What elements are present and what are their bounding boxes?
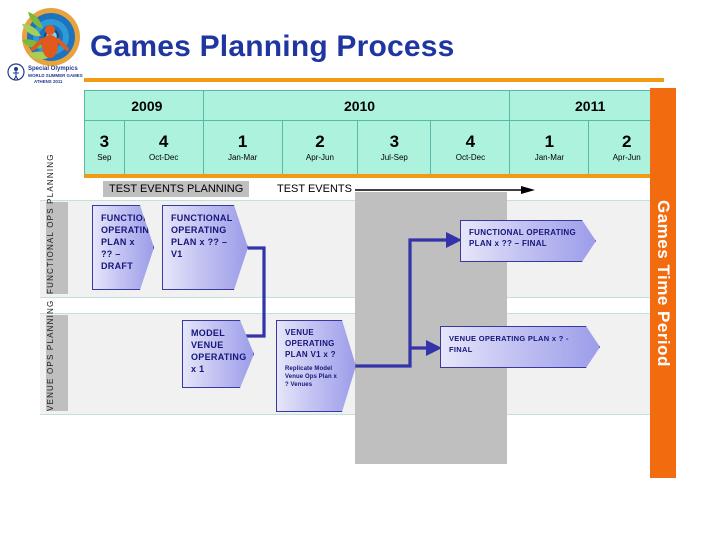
- quarter-number: 4: [465, 131, 476, 151]
- quarter-number: 3: [99, 131, 110, 151]
- timeline-underline-rule: [84, 174, 664, 178]
- process-diagram: TEST EVENTS PLANNING TEST EVENTS FUNCTIO…: [0, 153, 720, 478]
- timeline-table: 2009 2010 2011 3 Sep 4 Oct-Dec 1 Jan-Mar: [84, 90, 665, 175]
- timeline-quarter-cell: 1 Jan-Mar: [509, 120, 590, 175]
- box-functional-operating-plan-v1[interactable]: FUNCTIONAL OPERATING PLAN x ?? – V1: [162, 205, 248, 290]
- box-label: VENUE OPERATING PLAN V1 x ?: [285, 328, 336, 359]
- quarter-months: Jul-Sep: [380, 152, 408, 162]
- timeline-quarter-cell: 4 Oct-Dec: [123, 120, 204, 175]
- timeline-quarter-cell: 4 Oct-Dec: [430, 120, 511, 175]
- quarter-number: 2: [621, 131, 632, 151]
- quarter-number: 1: [544, 131, 555, 151]
- lane-label-venue-ops-planning: VENUE OPS PLANNING: [46, 299, 68, 411]
- quarter-number: 2: [315, 131, 325, 151]
- quarter-number: 1: [237, 131, 248, 151]
- quarter-months: Jan-Mar: [227, 152, 258, 162]
- logo-caption-line3: ATHENS 2011: [34, 79, 63, 84]
- quarter-number: 4: [158, 131, 169, 151]
- lane-label-text: FUNCTIONAL OPS PLANNING: [46, 153, 55, 294]
- games-time-period-label: Games Time Period: [654, 199, 673, 367]
- box-label: MODEL VENUE OPERATING x 1: [191, 328, 247, 374]
- quarter-months: Apr-Jun: [305, 152, 334, 162]
- box-venue-operating-plan-v1[interactable]: VENUE OPERATING PLAN V1 x ? Replicate Mo…: [276, 320, 356, 412]
- quarter-months: Jan-Mar: [534, 152, 565, 162]
- box-label: FUNCTIONAL OPERATING PLAN x ?? – V1: [171, 213, 233, 259]
- quarter-months: Oct-Dec: [455, 152, 486, 162]
- lane-label-functional-ops-planning: FUNCTIONAL OPS PLANNING: [46, 153, 68, 294]
- timeline-year-2010: 2010: [202, 90, 511, 121]
- title-underline-rule: [84, 78, 664, 82]
- test-events-arrow: [355, 186, 535, 194]
- special-olympics-logo: Special Olympics WORLD SUMMER GAMES ATHE…: [4, 4, 90, 86]
- timeline-quarter-cell: 1 Jan-Mar: [202, 120, 283, 175]
- box-sublabel: Replicate Model Venue Ops Plan x ? Venue…: [285, 366, 337, 388]
- box-model-venue-operating[interactable]: MODEL VENUE OPERATING x 1: [182, 320, 254, 388]
- box-venue-operating-plan-final[interactable]: VENUE OPERATING PLAN x ? - FINAL: [440, 326, 600, 368]
- banner-test-events-planning: TEST EVENTS PLANNING: [103, 181, 250, 197]
- timeline-year-2011: 2011: [509, 90, 665, 121]
- box-label: FUNCTIONAL OPERATING PLAN x ?? – DRAFT: [101, 213, 163, 271]
- lane-label-text: VENUE OPS PLANNING: [46, 299, 55, 411]
- quarter-number: 3: [389, 131, 400, 151]
- timeline-quarter-cell: 3 Sep: [84, 120, 125, 175]
- timeline-quarter-row: 3 Sep 4 Oct-Dec 1 Jan-Mar 2 Apr-Jun 3: [84, 120, 665, 175]
- label-test-events: TEST EVENTS: [277, 183, 352, 195]
- timeline-quarter-cell: 2 Apr-Jun: [281, 120, 359, 175]
- box-label: FUNCTIONAL OPERATING PLAN x ?? – FINAL: [469, 228, 577, 248]
- quarter-months: Apr-Jun: [612, 152, 641, 162]
- page-title: Games Planning Process: [90, 30, 455, 63]
- quarter-months: Oct-Dec: [148, 152, 179, 162]
- timeline-quarter-cell: 3 Jul-Sep: [357, 120, 432, 175]
- timeline-year-2009: 2009: [84, 90, 204, 121]
- quarter-months: Sep: [97, 152, 112, 162]
- box-functional-operating-plan-draft[interactable]: FUNCTIONAL OPERATING PLAN x ?? – DRAFT: [92, 205, 154, 290]
- timeline-year-row: 2009 2010 2011: [84, 90, 665, 121]
- box-label: VENUE OPERATING PLAN x ? - FINAL: [449, 334, 569, 354]
- box-functional-operating-plan-final[interactable]: FUNCTIONAL OPERATING PLAN x ?? – FINAL: [460, 220, 596, 262]
- logo-caption-line1: Special Olympics: [28, 66, 78, 72]
- games-time-period-band: Games Time Period: [650, 88, 676, 478]
- logo-caption-line2: WORLD SUMMER GAMES: [28, 73, 83, 78]
